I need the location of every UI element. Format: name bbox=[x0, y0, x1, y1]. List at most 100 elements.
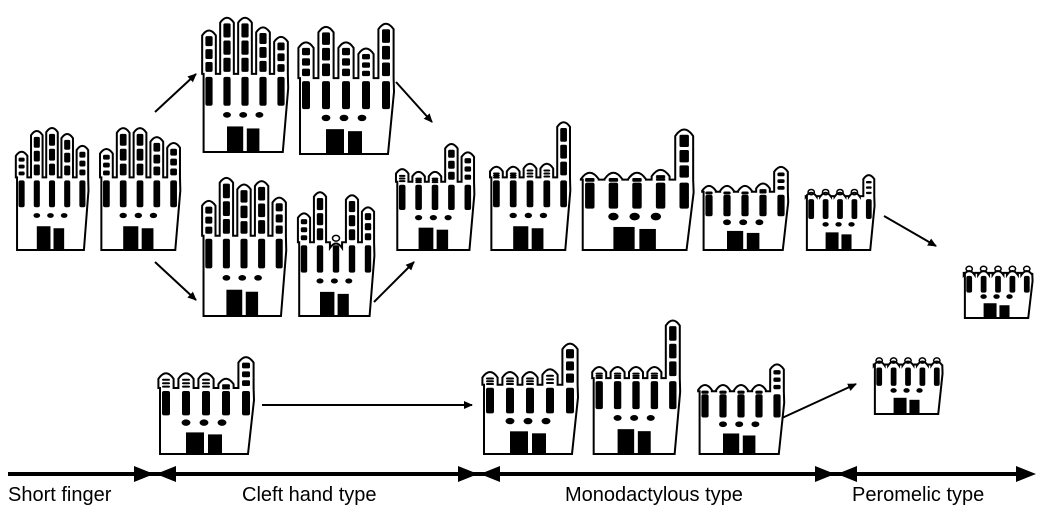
phalanx-bone bbox=[258, 203, 265, 217]
phalanx-bone bbox=[276, 226, 283, 234]
carpal-bone bbox=[358, 115, 367, 121]
hand-cleft-upper-1 bbox=[202, 18, 288, 152]
ulna-bone bbox=[338, 294, 349, 316]
phalanx-bone bbox=[301, 219, 307, 224]
phalanx-bone bbox=[493, 173, 500, 175]
metacarpal-bone bbox=[240, 239, 247, 269]
phalanx-bone bbox=[526, 383, 534, 385]
phalanx-bone bbox=[170, 159, 177, 166]
metacarpal-bone bbox=[596, 381, 603, 409]
metacarpal-bone bbox=[277, 77, 284, 106]
carpal-bone bbox=[61, 213, 68, 218]
phalanx-bone bbox=[64, 166, 70, 176]
metacarpal-bone bbox=[560, 180, 567, 207]
metacarpal-bone bbox=[365, 245, 371, 272]
phalanx-bone bbox=[866, 192, 872, 194]
phalanx-bone bbox=[205, 227, 212, 234]
carpal-bone bbox=[47, 213, 54, 218]
carpal-bone bbox=[525, 213, 532, 218]
phalanx-bone bbox=[241, 58, 248, 72]
metacarpal-bone bbox=[223, 77, 230, 106]
phalanx-bone bbox=[866, 181, 872, 183]
hand-mono-upper-1 bbox=[490, 122, 570, 250]
phalanx-bone bbox=[596, 373, 603, 375]
phalanx-bone bbox=[669, 361, 676, 376]
arrow-to-cleft-lower-a bbox=[155, 262, 196, 300]
phalanx-bone bbox=[322, 32, 330, 45]
phalanx-bone bbox=[162, 379, 170, 381]
phalanx-bone bbox=[465, 166, 472, 171]
phalanx-bone bbox=[365, 213, 371, 220]
axis-arrowhead bbox=[156, 466, 176, 482]
radius-bone bbox=[894, 398, 907, 414]
phalanx-bone bbox=[755, 392, 762, 394]
phalanx-bone bbox=[399, 178, 406, 180]
hand-cleft-lower-1 bbox=[202, 178, 286, 316]
metacarpal-bone bbox=[656, 183, 665, 209]
phalanx-bone bbox=[486, 378, 494, 380]
phalanx-bone bbox=[679, 135, 688, 147]
metacarpal-bone bbox=[302, 81, 310, 109]
ulna-bone bbox=[532, 228, 544, 250]
phalanx-bone bbox=[566, 361, 574, 370]
carpal-bone bbox=[120, 213, 127, 218]
ulna-bone bbox=[747, 233, 760, 250]
metacarpal-bone bbox=[808, 199, 814, 219]
axis-arrowhead bbox=[134, 466, 154, 482]
ulna-bone bbox=[909, 400, 919, 414]
hand-cleft-row2 bbox=[158, 357, 254, 454]
phalanx-bone bbox=[510, 173, 517, 175]
phalanx-bone bbox=[120, 149, 127, 161]
metacarpal-bone bbox=[205, 77, 212, 106]
metacarpal-bone bbox=[609, 183, 618, 209]
phalanx-bone bbox=[546, 382, 554, 384]
phalanx-bone bbox=[170, 169, 177, 176]
metacarpal-bone bbox=[823, 199, 829, 219]
phalanx-bone bbox=[510, 174, 517, 176]
phalanx-bone bbox=[223, 184, 230, 199]
phalanx-bone bbox=[258, 220, 265, 234]
phalanx-bone bbox=[342, 69, 350, 76]
phalanx-bone bbox=[415, 181, 422, 183]
carpal-bone bbox=[524, 418, 533, 424]
ulna-bone bbox=[532, 433, 546, 454]
phalanx-bone bbox=[506, 380, 514, 382]
phalanx-bone bbox=[277, 53, 284, 61]
metacarpal-bone bbox=[981, 276, 987, 293]
carpal-bone bbox=[916, 388, 922, 393]
phalanx-bone bbox=[19, 158, 25, 162]
radius-bone bbox=[186, 432, 204, 454]
phalanx-bone bbox=[651, 377, 658, 379]
metacarpal-bone bbox=[205, 239, 212, 269]
ulna-bone bbox=[743, 435, 756, 454]
hand-cleft-lower-2 bbox=[298, 192, 374, 316]
phalanx-bone bbox=[741, 192, 748, 194]
carpal-bone bbox=[238, 275, 246, 281]
metacarpal-bone bbox=[19, 180, 25, 207]
carpal-bone bbox=[835, 222, 841, 227]
phalanx-bone bbox=[302, 58, 310, 65]
carpal-bone bbox=[316, 278, 323, 283]
phalanx-bone bbox=[223, 219, 230, 234]
metacarpal-bone bbox=[182, 391, 190, 415]
phalanx-bone bbox=[566, 374, 574, 383]
radius-bone bbox=[226, 290, 242, 316]
phalanx-bone bbox=[317, 198, 323, 210]
phalanx-bone bbox=[241, 23, 248, 37]
carpal-bone bbox=[182, 419, 191, 425]
phalanx-bone bbox=[382, 29, 390, 43]
metacarpal-bone bbox=[465, 185, 472, 210]
phalanx-bone bbox=[205, 217, 212, 224]
radius-bone bbox=[513, 226, 528, 250]
hand-mono-row2-3 bbox=[698, 364, 784, 454]
phalanx-bone bbox=[506, 383, 514, 385]
metacarpal-bone bbox=[632, 183, 641, 209]
metacarpal-bone bbox=[1024, 276, 1030, 293]
phalanx-bone bbox=[632, 377, 639, 379]
carpal-bone bbox=[647, 415, 655, 421]
carpal-bone bbox=[1006, 294, 1012, 299]
phalanx-bone bbox=[205, 36, 212, 46]
metacarpal-bone bbox=[934, 368, 940, 386]
carpal-bone bbox=[135, 213, 142, 218]
